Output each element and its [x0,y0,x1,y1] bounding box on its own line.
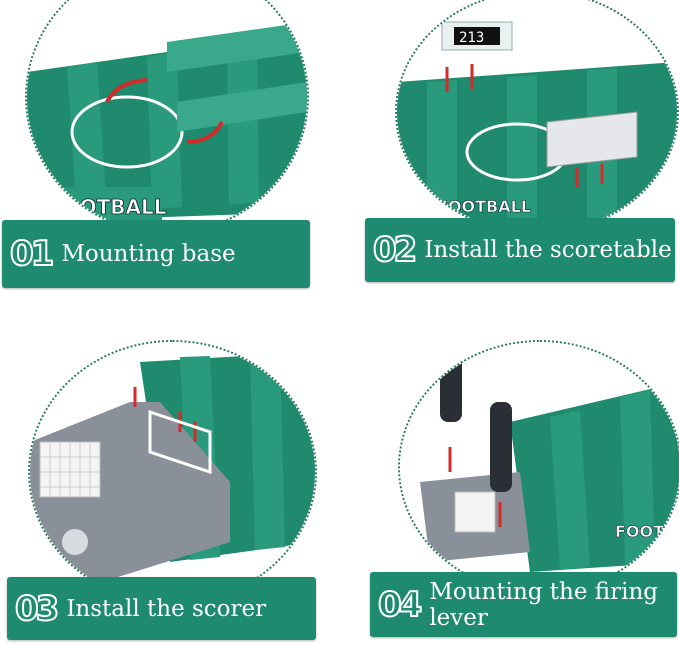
game-base-image: FOOTBALL [27,0,307,232]
step-2-banner: 02 Install the scoretable [365,218,675,282]
step-number: 01 [9,233,55,275]
football-logo: FOOTBALL [49,195,167,219]
step-3-banner: 03 Install the scorer [7,577,316,640]
step-label: Install the scoretable [424,237,672,263]
step-number: 04 [377,584,423,626]
step-label: Install the scorer [66,595,267,622]
step-label: Mounting the firing lever [429,578,659,631]
step-number: 03 [14,588,60,630]
step-2-illustration: 213 FOOTBALL [395,0,679,234]
svg-text:213: 213 [459,30,484,46]
step-1-illustration: FOOTBALL [25,0,309,234]
step-1-banner: 01 Mounting base [2,220,310,288]
scoretable-image: 213 FOOTBALL [397,0,677,232]
football-logo: FOOTBALL [437,197,531,216]
step-4-banner: 04 Mounting the firing lever [370,572,677,637]
scorer-image [30,342,315,602]
step-number: 02 [372,229,418,271]
step-3-illustration [28,340,317,604]
step-label: Mounting base [61,241,236,267]
football-logo: FOOTBALL [615,522,679,541]
firing-lever-image: FOOTBALL [400,342,679,592]
step-4-illustration: FOOTBALL [398,340,679,594]
